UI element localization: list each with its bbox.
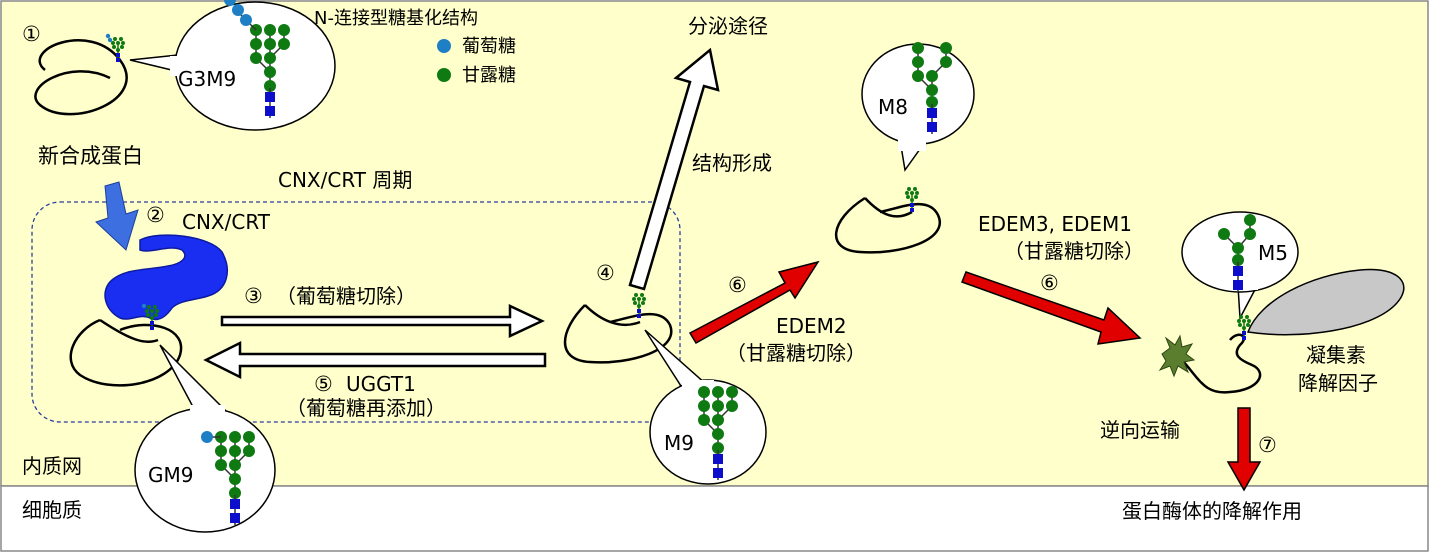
cnx-cycle-label: CNX/CRT 周期 [278, 168, 412, 192]
glucose-trim-arrow [220, 304, 545, 338]
legend-title: N-连接型糖基化结构 [314, 8, 478, 29]
cnx-crt-cycle-box [31, 201, 681, 423]
uggt1-label: UGGT1 [346, 372, 416, 396]
cnx-bound-protein [69, 303, 183, 387]
degradation-factor-label-2: 降解因子 [1298, 371, 1378, 395]
glucose-readd-arrow [203, 340, 547, 380]
new-protein-label: 新合成蛋白 [38, 144, 143, 168]
new-protein [34, 33, 128, 116]
mannose-trim-label-1: （甘露糖切除） [726, 341, 866, 365]
blue-entry-arrow [95, 181, 139, 251]
glucose-trim-label: （葡萄糖切除） [276, 284, 416, 308]
step-4: ④ [596, 261, 615, 285]
proteasome-arrow [1226, 407, 1262, 492]
folding-protein [563, 292, 673, 364]
step-5: ⑤ [314, 372, 333, 396]
cytoplasm-label: 细胞质 [22, 498, 82, 522]
mannose-trim-label-2: （甘露糖切除） [1004, 239, 1144, 263]
step-6a: ⑥ [728, 273, 747, 297]
gm9-bubble [134, 344, 276, 533]
step-3: ③ [244, 284, 263, 308]
mannose-legend-marker [437, 68, 451, 82]
degron-spike [1158, 334, 1196, 378]
cnx-crt-label: CNX/CRT [182, 210, 271, 234]
legend: N-连接型糖基化结构 葡萄糖 甘露糖 [314, 8, 516, 86]
lectin-degradation-factor [1246, 268, 1405, 336]
secretion-label: 分泌途径 [688, 14, 768, 38]
m8-protein [834, 186, 942, 254]
m9-bubble [644, 329, 767, 485]
legend-glucose: 葡萄糖 [462, 36, 516, 57]
edem31-label: EDEM3, EDEM1 [978, 212, 1132, 236]
cnx-crt-chaperone [104, 234, 228, 321]
retrotranslocation-label: 逆向运输 [1100, 418, 1180, 442]
secretion-arrow [628, 47, 720, 291]
folding-label: 结构形成 [692, 151, 772, 175]
step-1: ① [22, 22, 41, 46]
degradation-factor-label-1: 凝集素 [1306, 343, 1366, 367]
gm9-label: GM9 [148, 463, 193, 487]
edem31-arrow [961, 271, 1142, 345]
m8-bubble [861, 41, 975, 172]
glucose-legend-marker [437, 39, 451, 53]
er-label: 内质网 [22, 454, 82, 478]
m9-label: M9 [664, 431, 694, 455]
retrotranslocating-protein [1181, 314, 1262, 394]
proteasome-label: 蛋白酶体的降解作用 [1122, 499, 1302, 523]
g3m9-label: G3M9 [178, 67, 236, 91]
edem2-label: EDEM2 [776, 314, 847, 338]
m8-label: M8 [878, 95, 908, 119]
step-6b: ⑥ [1040, 271, 1059, 295]
step-7: ⑦ [1258, 433, 1277, 457]
glucose-readd-label: （葡萄糖再添加） [286, 396, 446, 420]
m5-bubble [1181, 211, 1299, 321]
edem2-arrow [688, 260, 820, 345]
step-2: ② [146, 203, 165, 227]
g3m9-bubble [129, 0, 336, 131]
legend-mannose: 甘露糖 [462, 65, 516, 86]
m5-label: M5 [1258, 241, 1288, 265]
